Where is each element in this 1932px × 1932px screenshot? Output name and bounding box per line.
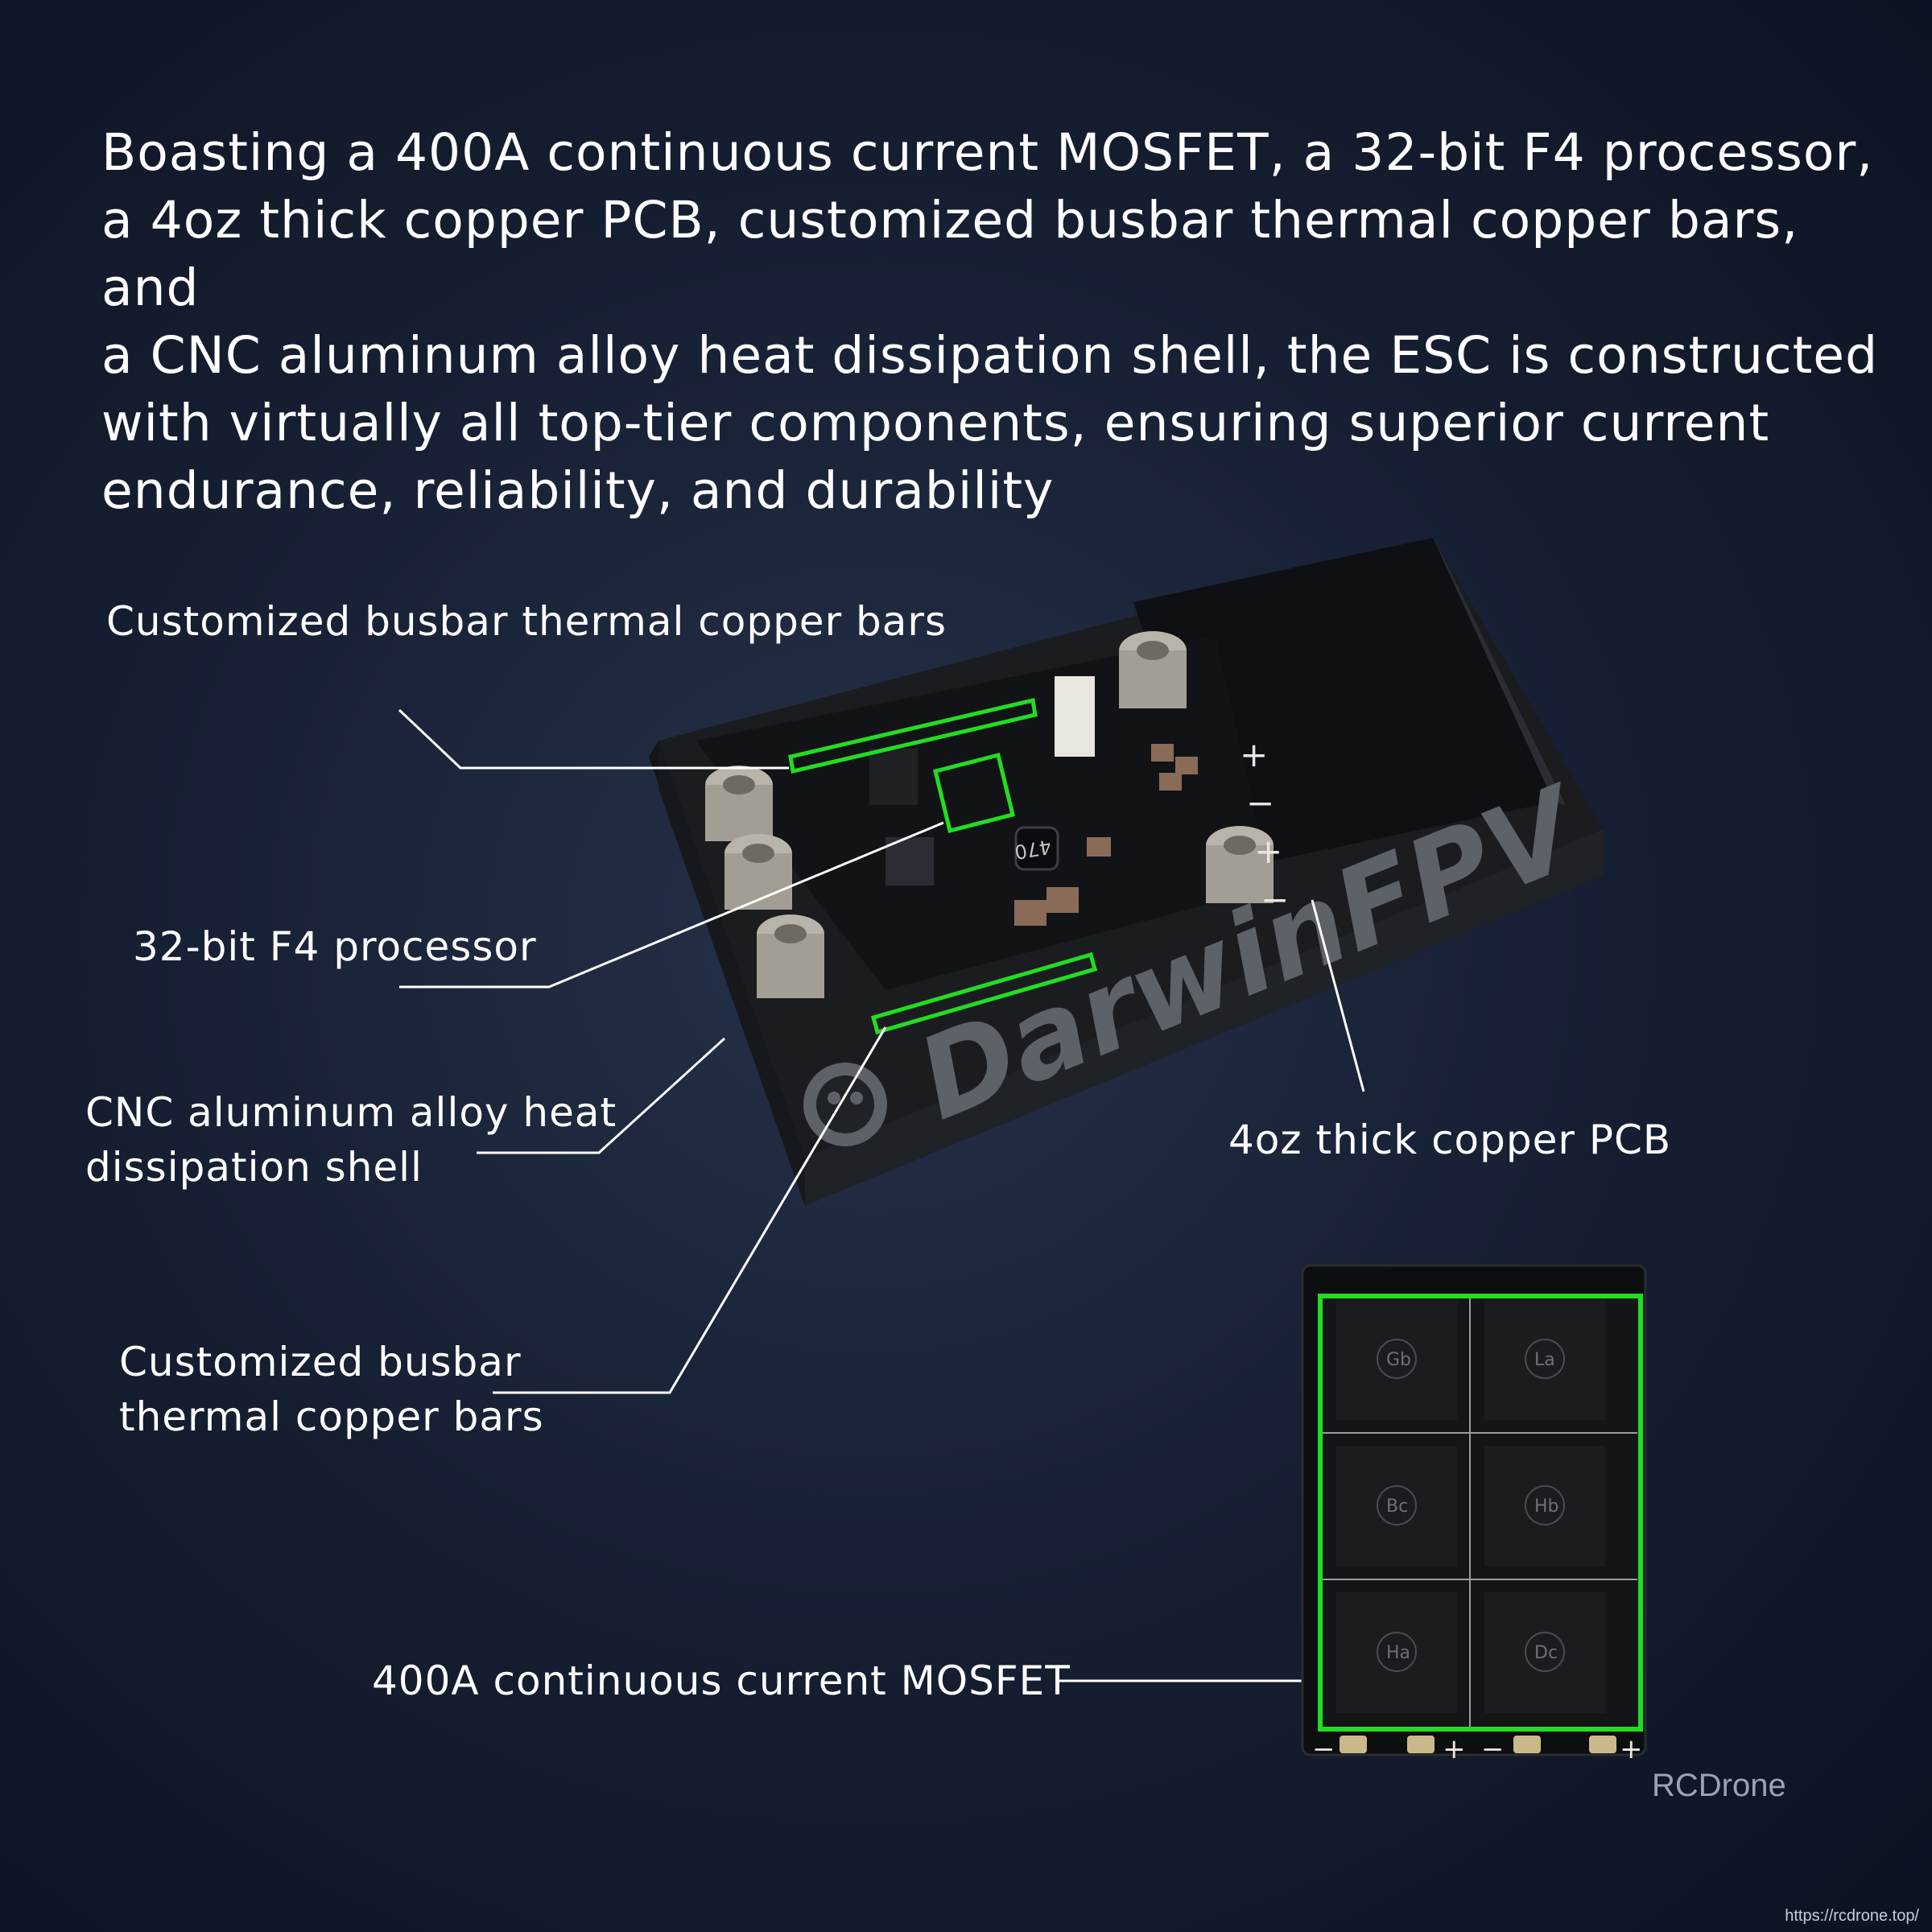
capacitor <box>1087 837 1111 857</box>
pad-sign: + <box>1240 735 1268 774</box>
power-pads: + − + − <box>1240 735 1289 919</box>
intro-line: with virtually all top-tier components, … <box>101 394 1770 452</box>
pad-sign: + <box>1254 832 1282 871</box>
leader-lines <box>398 708 1365 1682</box>
mosfet-chip-hb: Hb <box>1484 1446 1605 1567</box>
processor-highlight <box>932 752 1016 834</box>
standoff <box>1119 631 1187 708</box>
standoff <box>705 766 773 841</box>
mosfet-chip-label: Ha <box>1386 1643 1410 1663</box>
mosfet-chip-gb: Gb <box>1336 1299 1457 1420</box>
standoff <box>757 914 824 998</box>
callout-pcb: 4oz thick copper PCB <box>1228 1117 1672 1163</box>
intro-paragraph: Boasting a 400A continuous current MOSFE… <box>101 119 1905 525</box>
pad-sign: + <box>1443 1733 1466 1765</box>
ic-chip <box>869 749 918 805</box>
callout-busbar-top: Customized busbar thermal copper bars <box>106 598 947 645</box>
pad-sign: + <box>1620 1733 1643 1765</box>
capacitor <box>1014 900 1046 926</box>
busbar-bottom-highlight <box>870 952 1098 1035</box>
watermark: RCDrone <box>1652 1768 1786 1803</box>
mosfet-chip <box>886 837 934 886</box>
esc-pcb: 470 <box>696 636 1272 990</box>
callout-processor: 32-bit F4 processor <box>133 923 537 970</box>
capacitor <box>1046 887 1079 913</box>
intro-line: a 4oz thick copper PCB, customized busba… <box>101 191 1799 317</box>
mosfet-board: Gb La Bc Hb Ha Dc − + − + <box>1301 1264 1647 1765</box>
leader-busbar-bottom <box>493 1026 887 1394</box>
leader-shell <box>477 1037 726 1154</box>
callout-shell-line1: CNC aluminum alloy heat <box>85 1089 617 1136</box>
mosfet-chip-dc: Dc <box>1484 1592 1605 1713</box>
mosfet-chip-ha: Ha <box>1336 1592 1457 1713</box>
mosfet-chip-bc: Bc <box>1336 1446 1457 1567</box>
jst-connector <box>1055 676 1095 757</box>
leader-processor <box>399 821 944 989</box>
site-url: https://rcdrone.top/ <box>1785 1907 1919 1925</box>
intro-line: a CNC aluminum alloy heat dissipation sh… <box>101 326 1879 385</box>
callout-mosfet: 400A continuous current MOSFET <box>372 1657 1071 1704</box>
mosfet-chip-label: Bc <box>1386 1496 1408 1517</box>
mosfet-highlight <box>1318 1294 1643 1732</box>
pad-sign: − <box>1261 880 1289 919</box>
capacitor <box>1175 757 1198 774</box>
mosfet-chip-label: La <box>1534 1350 1555 1370</box>
inductor <box>1014 826 1059 871</box>
callout-shell-line2: dissipation shell <box>85 1144 423 1191</box>
callout-busbar-bottom-line1: Customized busbar <box>119 1339 522 1385</box>
mosfet-chip-label: Gb <box>1386 1350 1411 1370</box>
leader-busbar-top <box>398 708 789 770</box>
pad-sign: − <box>1481 1733 1505 1765</box>
intro-line: Boasting a 400A continuous current MOSFE… <box>101 123 1874 182</box>
mosfet-chip-label: Hb <box>1534 1496 1559 1517</box>
intro-line: endurance, reliability, and durability <box>101 461 1055 520</box>
mosfet-chip-la: La <box>1484 1299 1605 1420</box>
mosfet-grid <box>1322 1298 1637 1729</box>
highlight-boxes <box>788 697 1098 1035</box>
pad-sign: − <box>1246 783 1274 823</box>
callout-shell: CNC aluminum alloy heat dissipation shel… <box>85 1085 617 1195</box>
leader-pcb <box>1311 899 1365 1092</box>
callout-busbar-bottom: Customized busbar thermal copper bars <box>119 1335 544 1444</box>
capacitor <box>1159 773 1182 791</box>
callout-busbar-bottom-line2: thermal copper bars <box>119 1393 544 1440</box>
monkey-logo <box>803 1063 887 1146</box>
mosfet-board-pads: − + − + <box>1312 1733 1643 1765</box>
standoff <box>724 834 792 910</box>
standoff <box>1206 826 1274 903</box>
busbar-top-highlight <box>788 697 1038 774</box>
mosfet-chip-label: Dc <box>1534 1643 1558 1663</box>
capacitor <box>1151 744 1174 762</box>
pad-sign: − <box>1312 1733 1335 1765</box>
